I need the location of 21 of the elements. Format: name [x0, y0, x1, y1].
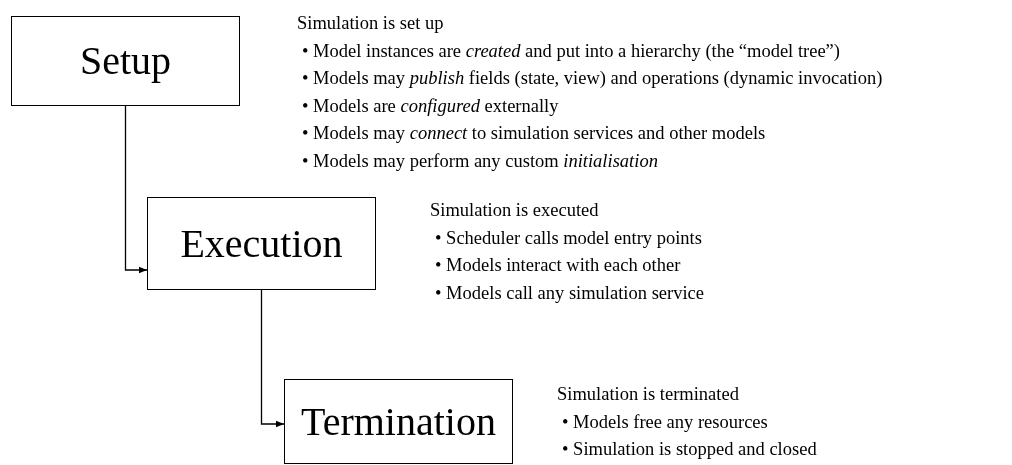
box-label: Execution	[180, 223, 343, 264]
step-heading: Simulation is set up	[297, 12, 444, 35]
bullet-item: • Models are configured externally	[302, 94, 560, 118]
step-heading: Simulation is terminated	[557, 383, 739, 406]
bullet-item: • Models call any simulation service	[435, 281, 704, 305]
connector-arrow	[124, 105, 148, 274]
bullet-item: • Simulation is stopped and closed	[562, 438, 817, 461]
process-box	[11, 16, 240, 106]
box-label: Termination	[301, 401, 496, 442]
bullet-item: • Models free any resources	[562, 410, 769, 434]
process-box	[284, 379, 513, 464]
bullet-item: • Model instances are created and put into a hierarchy (the “model tree”)	[302, 39, 841, 63]
process-box	[147, 197, 376, 290]
connector-arrow	[260, 289, 285, 428]
bullet-item: • Models may perform any custom initialisation	[302, 149, 659, 173]
box-label: Setup	[79, 41, 172, 81]
bullet-item: • Models interact with each other	[435, 254, 682, 277]
bullet-item: • Models may connect to simulation services and other models	[302, 122, 767, 145]
bullet-item: • Models may publish fields (state, view) and operations (dynamic invocation)	[302, 67, 883, 90]
step-heading: Simulation is executed	[430, 199, 599, 222]
bullet-item: • Scheduler calls model entry points	[435, 226, 703, 250]
